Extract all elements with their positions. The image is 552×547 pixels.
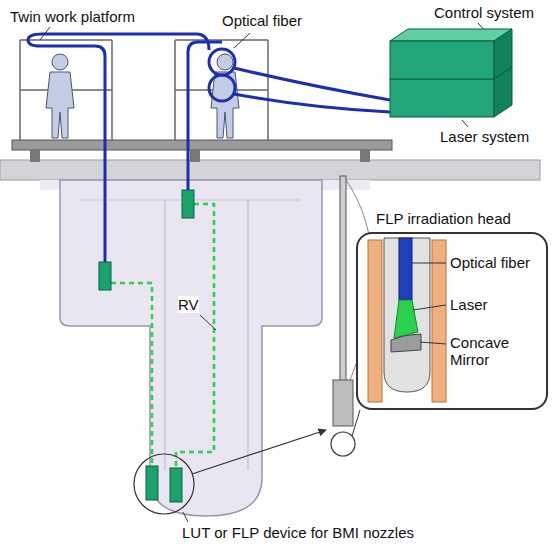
cabinet-front [390,41,494,79]
node-label: Control system [434,4,534,21]
optical-fiber-cable [28,34,390,265]
part-name: Twin work platform [10,8,135,25]
node-label: Laser system [440,128,529,145]
cabinet-front [390,79,494,117]
control-system-box: Control system [388,28,514,80]
part-name: LUT or FLP device for BMI nozzles [182,524,414,541]
work-platform [12,40,392,162]
cabinet-side [494,67,512,117]
part-name: RV [178,296,199,313]
part-name: Laser [450,296,488,313]
cabinet-top [390,67,512,79]
irradiation-head-detail [357,233,547,409]
cabinet-shape [388,28,514,80]
inspection-tool [99,190,214,514]
node-label: FLP irradiation head [376,210,511,227]
part-name: Optical fiber [450,254,530,271]
flp-device [192,176,373,474]
part-name: Concave Mirror [450,334,524,368]
cabinet-top [390,29,512,41]
part-name: Optical fiber [222,12,302,29]
reactor-vessel [60,180,322,516]
